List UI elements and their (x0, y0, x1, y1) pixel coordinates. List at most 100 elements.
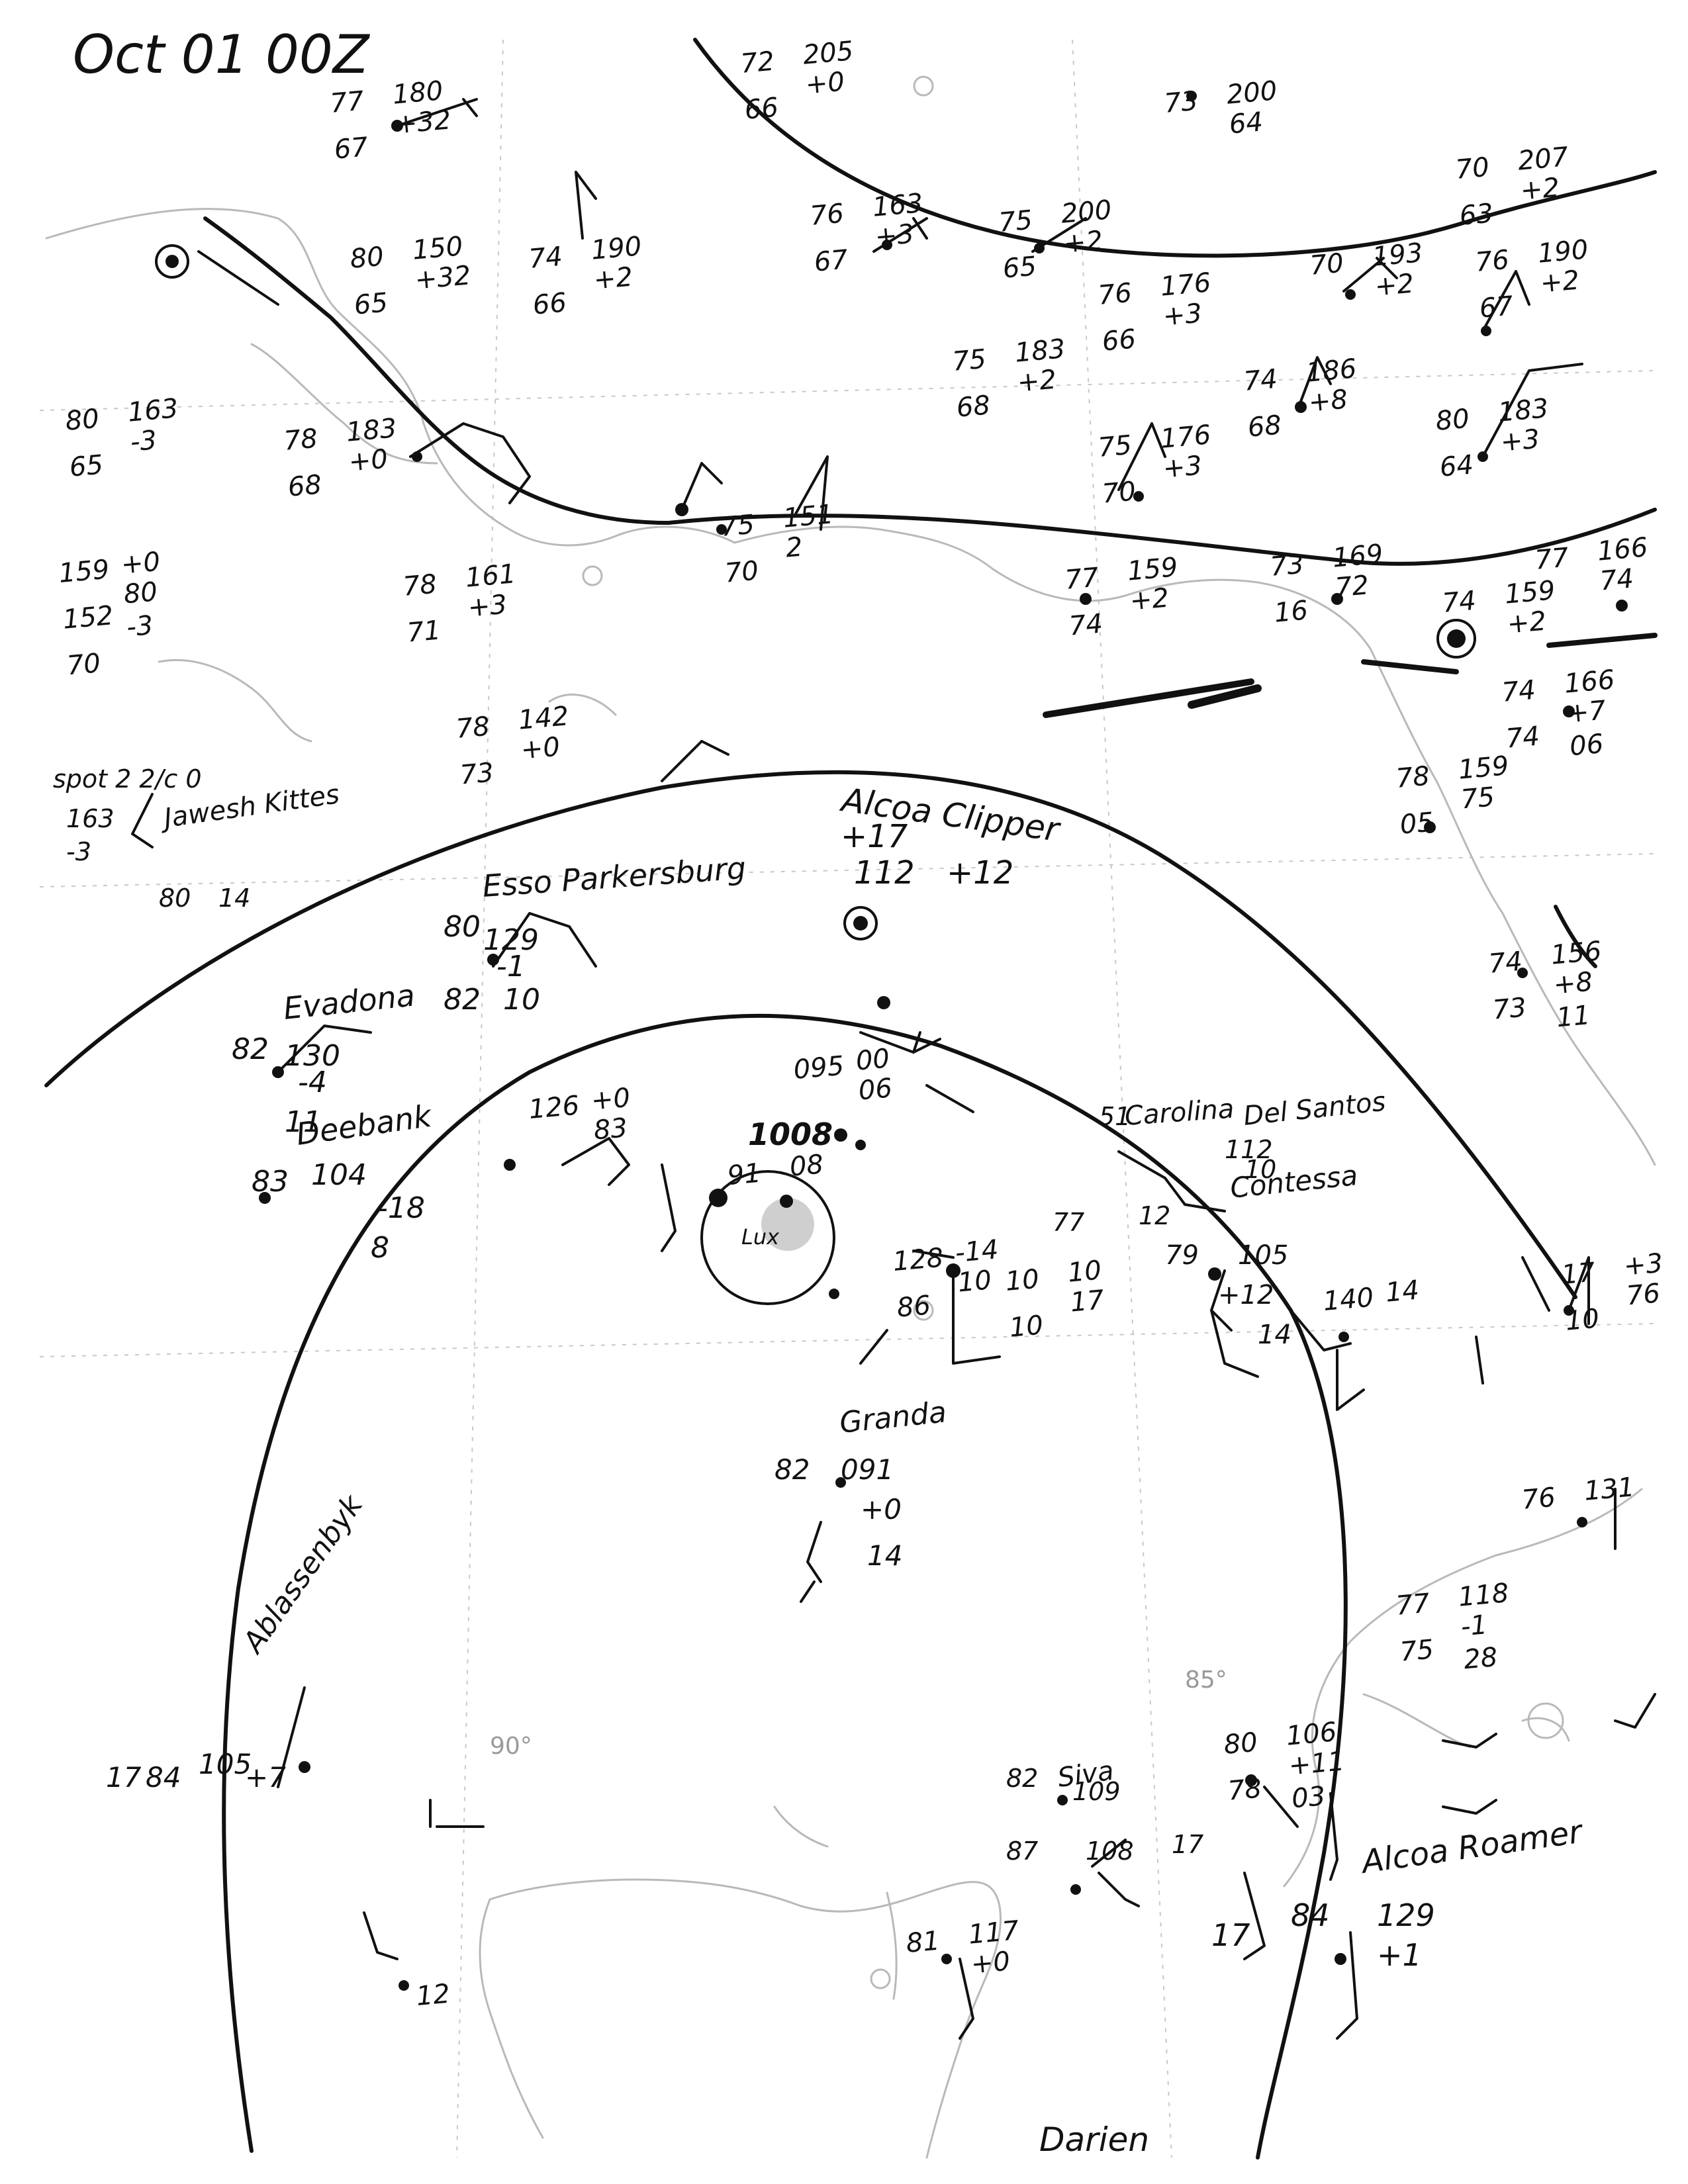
station-value: 142 (517, 701, 570, 735)
ship-value: 79 (1165, 1240, 1199, 1271)
station-value: 67 (333, 132, 369, 165)
station-value: 66 (1101, 324, 1137, 357)
ship-value: spot 2 2/c 0 (53, 764, 202, 794)
station-value: 67 (813, 244, 849, 277)
storm-pressure: 1008 (748, 1116, 833, 1152)
station-value: 74 (1501, 675, 1537, 708)
ship-value: 108 (1086, 1837, 1134, 1866)
station-value: 163 (871, 188, 924, 222)
station-value: 186 (1305, 353, 1358, 388)
station-value: 117 (967, 1915, 1021, 1950)
ship-value: 84 (146, 1761, 181, 1794)
station-value: 70 (724, 555, 760, 588)
ship-value: 10 (1244, 1155, 1276, 1184)
station-value: +2 (1129, 583, 1170, 617)
station-value: +3 (874, 219, 915, 253)
ship-value: 80 (159, 884, 191, 913)
station-value: 64 (1228, 107, 1264, 140)
station-value: 06 (1568, 729, 1605, 762)
station-value: 176 (1159, 420, 1212, 454)
station-value: 151 (782, 499, 835, 533)
station-value: 12 (415, 1979, 451, 2012)
station-value: 77 (329, 86, 365, 119)
ship-name: Alcoa Roamer (1358, 1813, 1586, 1881)
station-value: 128 (892, 1242, 945, 1277)
station-value: 67 (1478, 291, 1515, 324)
ship-value: 105 (1238, 1240, 1288, 1271)
ship-value: 82 (1006, 1764, 1038, 1793)
station-value: 72 (739, 46, 776, 79)
station-value: 140 (1322, 1282, 1375, 1316)
station-value: 161 (464, 559, 517, 593)
station-value: 76 (809, 199, 845, 232)
station-value: 08 (788, 1149, 825, 1182)
station-symbols (131, 91, 1656, 2040)
station-value: 06 (857, 1073, 894, 1106)
storm-label: Lux (741, 1224, 780, 1250)
station-value: 77 (1534, 543, 1570, 576)
lat-lon-grid (39, 39, 1656, 2158)
ship-value: 17 (106, 1761, 142, 1794)
ship-value: 80 (444, 910, 481, 944)
station-value: 68 (955, 390, 992, 423)
station-value: +0 (590, 1083, 632, 1116)
ship-value: +7 (245, 1761, 286, 1794)
station-value: 83 (592, 1113, 629, 1146)
ship-value: +12 (1218, 1280, 1274, 1310)
station-value: 152 (62, 600, 115, 635)
station-value: 65 (353, 287, 389, 320)
station-value: -1 (1460, 1610, 1489, 1642)
station-value: 05 (1399, 807, 1435, 840)
station-value: 150 (411, 231, 464, 265)
station-value: 10 (1564, 1303, 1601, 1336)
station-value: +2 (592, 262, 634, 296)
ship-value: 82 (774, 1453, 810, 1486)
ship-value: 109 (1072, 1777, 1121, 1806)
station-value: 68 (1246, 410, 1283, 443)
station-value: 190 (590, 231, 643, 265)
ship-name: Evadona (282, 977, 417, 1026)
station-value: 76 (1097, 278, 1133, 311)
title-block: Oct 01 00Z (73, 24, 371, 85)
station-value: 74 (1487, 946, 1524, 979)
ship-value: 17 (1211, 1917, 1250, 1953)
station-value: +2 (1016, 365, 1058, 398)
station-value: 68 (287, 469, 323, 502)
station-value: 75 (720, 510, 756, 543)
ship-name: Carolina (1123, 1094, 1235, 1132)
lon-85-label: 85° (1185, 1666, 1227, 1694)
station-value: 176 (1159, 267, 1212, 302)
ship-value: 82 (444, 983, 481, 1017)
station-value: 095 (792, 1050, 845, 1085)
chart-title: Oct 01 00Z (73, 24, 371, 85)
station-value: 70 (1454, 152, 1491, 185)
station-value: 77 (1395, 1588, 1431, 1621)
ship-value: 83 (252, 1165, 289, 1199)
ship-value: 105 (199, 1748, 252, 1780)
station-report: 76 163+3 67 (809, 188, 924, 277)
station-value: 14 (1384, 1275, 1421, 1308)
ship-value: 130 (285, 1039, 340, 1073)
lon-90-label: 90° (490, 1733, 532, 1760)
station-value: 70 (66, 648, 102, 681)
station-report: 12 (415, 1979, 451, 2012)
coastlines (45, 75, 1656, 2159)
station-value: 73 (1269, 549, 1305, 582)
